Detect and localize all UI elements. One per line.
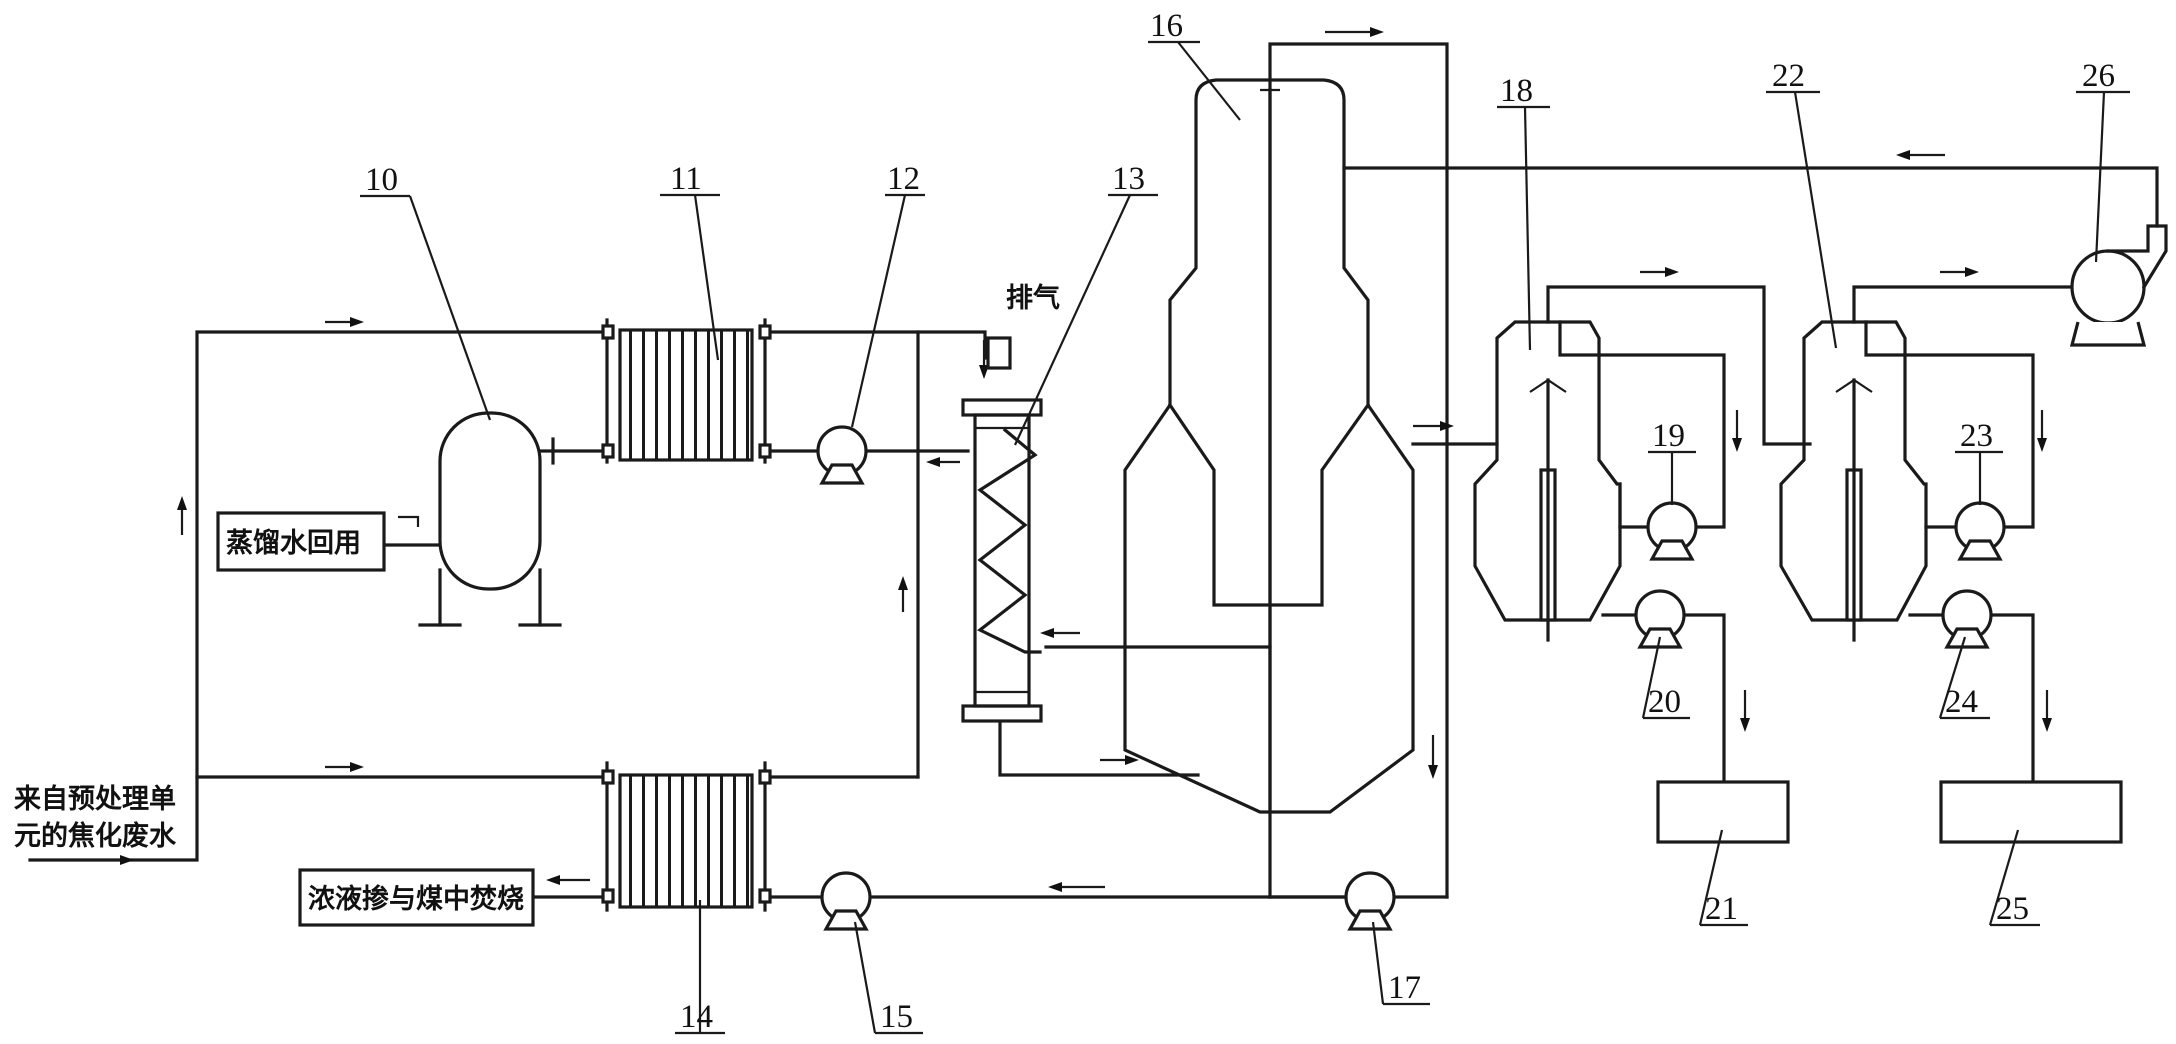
label-23: 23 (1960, 418, 1993, 454)
label-12: 12 (887, 161, 920, 197)
label-26: 26 (2082, 58, 2115, 94)
distilled-water-reuse-box (216, 511, 386, 572)
pump-12 (816, 425, 868, 485)
arrow-right-icon (325, 317, 364, 327)
pump-20 (1634, 589, 1686, 649)
distilled-water-reuse-text: 蒸馏水回用 (226, 528, 361, 559)
arrow-right-icon (1940, 267, 1979, 277)
inlet-text-line1: 来自预处理单 (14, 783, 176, 815)
arrow-left-icon (1048, 882, 1105, 892)
arrow-left-icon (1896, 150, 1945, 160)
label-24: 24 (1945, 684, 1978, 720)
arrow-down-icon (1732, 410, 1742, 452)
label-15: 15 (880, 999, 913, 1035)
arrow-left-icon (1040, 628, 1080, 638)
arrow-down-icon (1740, 690, 1750, 732)
collection-tank-21 (1656, 780, 1790, 844)
distilled-water-tank-10 (418, 411, 562, 627)
arrow-right-icon (1100, 755, 1139, 765)
label-21: 21 (1705, 891, 1738, 927)
vent-text: 排气 (1006, 283, 1060, 314)
flow-arrows (60, 27, 2052, 892)
label-19: 19 (1652, 418, 1685, 454)
arrow-right-icon (325, 762, 364, 772)
piping (28, 42, 2159, 899)
label-18: 18 (1500, 73, 1533, 109)
arrow-down-icon (2037, 410, 2047, 452)
label-11: 11 (670, 161, 702, 197)
arrow-up-icon (177, 496, 187, 535)
pump-15 (820, 871, 872, 931)
label-10: 10 (365, 162, 398, 198)
arrow-down-icon (1428, 735, 1438, 779)
fan-26 (2069, 224, 2168, 347)
arrow-right-icon (1413, 421, 1454, 431)
label-16: 16 (1150, 8, 1183, 44)
concentrate-text: 浓液掺与煤中焚烧 (308, 883, 524, 915)
heat-exchanger-14 (601, 761, 772, 912)
equipment-numbers: 10 11 12 13 16 18 22 26 19 23 20 24 21 2… (365, 8, 2115, 1035)
label-25: 25 (1996, 891, 2029, 927)
pump-23 (1954, 501, 2006, 561)
label-14: 14 (680, 999, 713, 1035)
arrow-left-icon (546, 875, 590, 885)
label-13: 13 (1112, 161, 1145, 197)
pump-19 (1646, 501, 1698, 561)
label-20: 20 (1648, 684, 1681, 720)
inlet-text-line2: 元的焦化废水 (14, 820, 177, 852)
arrow-right-icon (1640, 267, 1679, 277)
arrow-left-icon (926, 457, 960, 467)
pump-17 (1344, 871, 1396, 931)
label-17: 17 (1388, 970, 1421, 1006)
evaporator-16 (1123, 78, 1415, 814)
label-22: 22 (1772, 58, 1805, 94)
arrow-up-icon (898, 576, 908, 612)
coil-condenser-13 (961, 336, 1043, 723)
concentrate-incineration-box (298, 868, 535, 927)
crystallizer-18 (1473, 320, 1622, 642)
arrow-down-icon (2042, 690, 2052, 732)
arrow-right-icon (60, 855, 134, 865)
callouts (360, 40, 2130, 1035)
arrow-right-icon (1325, 27, 1384, 37)
crystallizer-22 (1779, 320, 1928, 642)
heat-exchanger-11 (601, 318, 772, 464)
pump-24 (1941, 589, 1993, 649)
collection-tank-25 (1939, 780, 2123, 844)
